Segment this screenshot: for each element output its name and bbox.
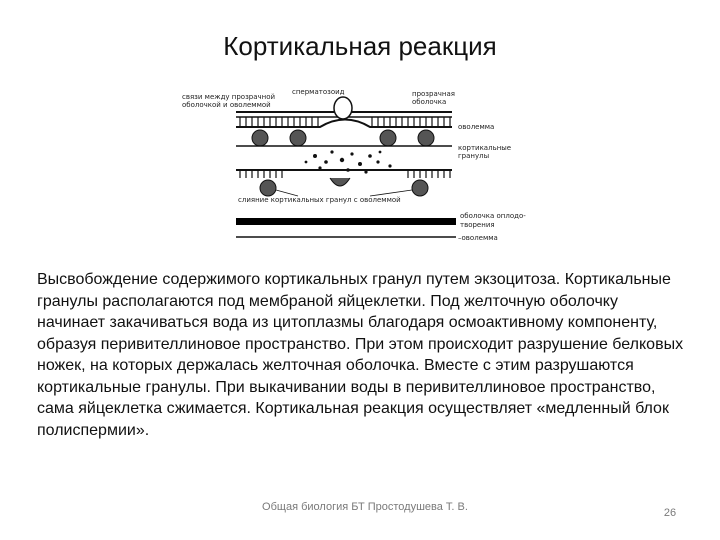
sperm-head bbox=[333, 96, 353, 120]
cortical-granule bbox=[259, 179, 277, 197]
pointer-fusion-left bbox=[275, 189, 299, 197]
cortical-granule bbox=[411, 179, 429, 197]
label-envelope-line1: оболочка оплодо- bbox=[460, 212, 526, 220]
cortical-reaction-diagram: связи между прозрачной оболочкой и оволе… bbox=[180, 82, 540, 252]
page-number: 26 bbox=[663, 507, 677, 519]
label-sperm: сперматозоид bbox=[292, 88, 345, 96]
label-cortical-line1: кортикальные bbox=[458, 144, 511, 152]
label-links-line1: связи между прозрачной bbox=[182, 93, 275, 101]
cortical-granule bbox=[417, 129, 435, 147]
cortical-granule bbox=[289, 129, 307, 147]
label-links-line2: оболочкой и оволеммой bbox=[182, 101, 271, 109]
released-granule-content bbox=[304, 150, 392, 174]
label-zona-line1: прозрачная bbox=[412, 90, 455, 98]
fusing-granule bbox=[329, 177, 351, 187]
label-zona-line2: оболочка bbox=[412, 98, 446, 106]
cortical-granule bbox=[251, 129, 269, 147]
label-oolemma-bottom: –оволемма bbox=[458, 234, 498, 242]
body-paragraph: Высвобождение содержимого кортикальных г… bbox=[37, 271, 684, 439]
label-fusion: слияние кортикальных гранул с оволеммой bbox=[238, 196, 401, 204]
footer-author: Общая биология БТ Простодушева Т. В. bbox=[262, 501, 468, 513]
label-cortical-line2: гранулы bbox=[458, 152, 489, 160]
label-oolemma: оволемма bbox=[458, 123, 494, 131]
oolemma-middle-links bbox=[239, 170, 451, 178]
cortical-granule bbox=[379, 129, 397, 147]
pointer-fusion-right bbox=[369, 189, 413, 197]
zona-links bbox=[239, 117, 451, 126]
fertilization-envelope-bar bbox=[236, 218, 456, 225]
label-envelope-line2: творения bbox=[460, 221, 495, 229]
slide-title: Кортикальная реакция bbox=[223, 31, 497, 61]
